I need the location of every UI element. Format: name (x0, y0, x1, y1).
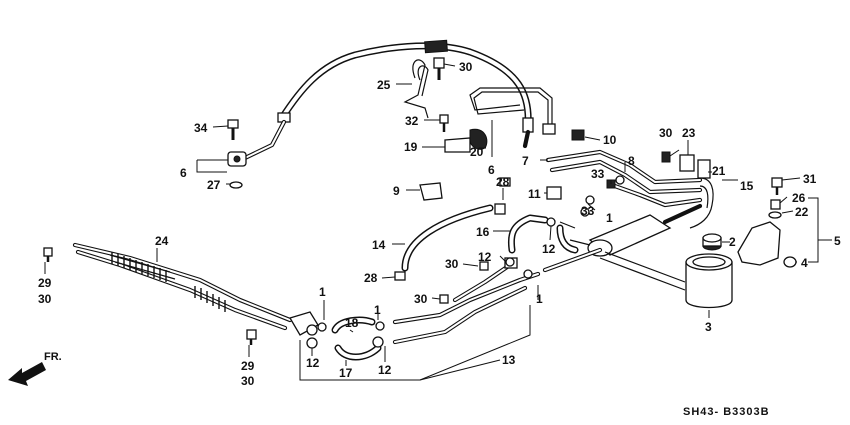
steering-gearbox (542, 203, 703, 291)
return-pipe-24 (72, 242, 319, 336)
callout-28: 28 (364, 271, 378, 285)
clip-10 (571, 129, 585, 141)
callout-6: 6 (488, 163, 495, 177)
callout-30: 30 (241, 374, 255, 388)
callout-30: 30 (445, 257, 459, 271)
callout-1: 1 (536, 292, 543, 306)
callout-15: 15 (740, 179, 754, 193)
high-pressure-hose-assembly (242, 39, 556, 161)
callout-19: 19 (404, 140, 418, 154)
callout-31: 31 (803, 172, 817, 186)
callout-14: 14 (372, 238, 386, 252)
direction-label: FR. (44, 351, 62, 363)
hose-12-mid (556, 224, 579, 254)
callout-30: 30 (414, 292, 428, 306)
callout-17: 17 (339, 366, 353, 380)
callout-12: 12 (478, 250, 492, 264)
bolt-29-30-left (43, 247, 53, 262)
bolt-30-right (661, 151, 671, 163)
bracket-25 (403, 57, 445, 119)
callout-1: 1 (319, 285, 326, 299)
callout-6: 6 (180, 166, 187, 180)
callout-10: 10 (603, 133, 617, 147)
callout-25: 25 (377, 78, 391, 92)
hose-14 (401, 203, 506, 272)
callout-1: 1 (606, 211, 613, 225)
callout-8: 8 (628, 154, 635, 168)
callout-12: 12 (542, 242, 556, 256)
reservoir-3 (685, 253, 733, 309)
callout-labels: 1 1 1 1 2 3 4 5 6 6 7 8 9 10 11 12 12 12… (38, 60, 841, 388)
cap-2 (702, 233, 722, 251)
block-11 (546, 186, 562, 200)
bolt-34 (227, 119, 239, 140)
callout-24: 24 (155, 234, 169, 248)
hose-16 (507, 214, 549, 254)
callout-34: 34 (194, 121, 208, 135)
callout-5: 5 (834, 234, 841, 248)
callout-1: 1 (374, 303, 381, 317)
callout-30: 30 (38, 292, 52, 306)
banjo-fitting-6 (227, 151, 247, 189)
cooler-pipes-7-8 (545, 149, 714, 229)
callout-32: 32 (405, 114, 419, 128)
callout-21: 21 (712, 164, 726, 178)
callout-12: 12 (306, 356, 320, 370)
diagram-code: SH43- B3303B (683, 406, 770, 418)
callout-22: 22 (795, 205, 809, 219)
callout-27: 27 (207, 178, 221, 192)
callout-23: 23 (682, 126, 696, 140)
callout-30: 30 (459, 60, 473, 74)
callout-4: 4 (801, 256, 808, 270)
callout-11: 11 (528, 187, 541, 201)
leader-lines (44, 63, 832, 381)
callout-29: 29 (38, 276, 52, 290)
callout-30: 30 (659, 126, 673, 140)
clamp-19-20 (439, 114, 488, 153)
bolt-29-30-lower (246, 329, 257, 345)
callout-26: 26 (792, 191, 806, 205)
callout-2: 2 (729, 235, 736, 249)
callout-20: 20 (470, 145, 484, 159)
callout-18: 18 (345, 316, 359, 330)
hose-18-17 (331, 316, 382, 361)
clamp-9 (419, 182, 443, 201)
bracket-5 (737, 177, 797, 268)
front-direction-arrow-icon (8, 362, 46, 386)
callout-12: 12 (378, 363, 392, 377)
callout-7: 7 (522, 154, 529, 168)
callout-33: 33 (591, 167, 605, 181)
callout-16: 16 (476, 225, 490, 239)
callout-29: 29 (241, 359, 255, 373)
callout-9: 9 (393, 184, 400, 198)
callout-28: 28 (496, 175, 510, 189)
callout-33: 33 (581, 204, 595, 218)
callout-3: 3 (705, 320, 712, 334)
callout-13: 13 (502, 353, 516, 367)
